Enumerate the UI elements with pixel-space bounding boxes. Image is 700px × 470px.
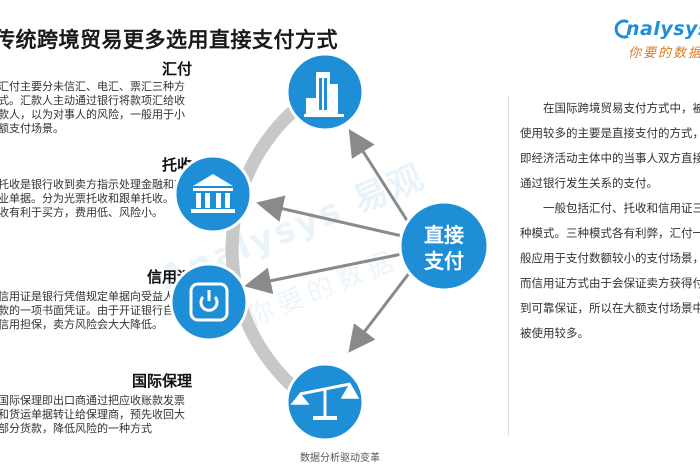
building-icon	[304, 72, 344, 117]
center-label-line2: 支付	[424, 249, 464, 273]
right-explanation: 在国际跨境贸易支付方式中，被使用较多的主要是直接支付的方式，即经济活动主体中的当…	[520, 96, 700, 436]
xinyongzheng-node	[169, 262, 249, 342]
method-desc: 托收是银行收到卖方指示处理金融和商业单据。分为光票托收和跟单托收。托收有利于买方…	[0, 178, 185, 219]
method-desc: 信用证是银行凭借规定单据向受益人付款的一项书面凭证。由于开证银行自身信用担保，卖…	[0, 290, 185, 331]
footer-text: 数据分析驱动变革	[300, 453, 380, 464]
logo-tagline: 你要的数据	[628, 46, 700, 61]
center-label-line1: 直接	[424, 223, 464, 247]
panel-divider	[508, 96, 509, 436]
arrow-to-baoli	[348, 271, 412, 353]
method-title: 汇付	[161, 60, 192, 78]
huifu-node	[285, 52, 365, 132]
page-title: 传统跨境贸易更多选用直接支付方式	[0, 28, 338, 52]
logo-arc-icon	[614, 19, 629, 39]
direct-payment-node: 直接 支付	[398, 200, 490, 292]
logo-word: nalysys	[626, 18, 700, 40]
arrow-to-tuoshou	[256, 195, 403, 238]
method-desc: 国际保理即出口商通过把应收账款发票和货运单据转让给保理商，预先收回大部分货款，降…	[0, 394, 185, 435]
tuoshou-node	[173, 154, 253, 234]
method-title: 国际保理	[131, 372, 192, 390]
method-desc: 汇付主要分未信汇、电汇、票汇三种方式。汇款人主动通过银行将款项汇给收款人，以为对…	[0, 80, 185, 135]
paragraph-2: 一般包括汇付、托收和信用证三种模式。三种模式各有利弊，汇付一般应用于支付数额较小…	[520, 201, 700, 340]
footer-slogan: 数据分析驱动变革	[0, 449, 700, 464]
scales-icon	[290, 382, 360, 420]
arrow-to-xinyongzheng	[244, 252, 403, 295]
connecting-arc	[225, 82, 329, 416]
baoli-node	[285, 362, 365, 442]
bank-icon	[191, 174, 235, 213]
analysys-logo: nalysys 你要的数据	[612, 18, 700, 68]
arrow-to-huifu	[348, 128, 410, 223]
paragraph-1: 在国际跨境贸易支付方式中，被使用较多的主要是直接支付的方式，即经济活动主体中的当…	[520, 101, 700, 190]
power-icon	[189, 282, 229, 322]
